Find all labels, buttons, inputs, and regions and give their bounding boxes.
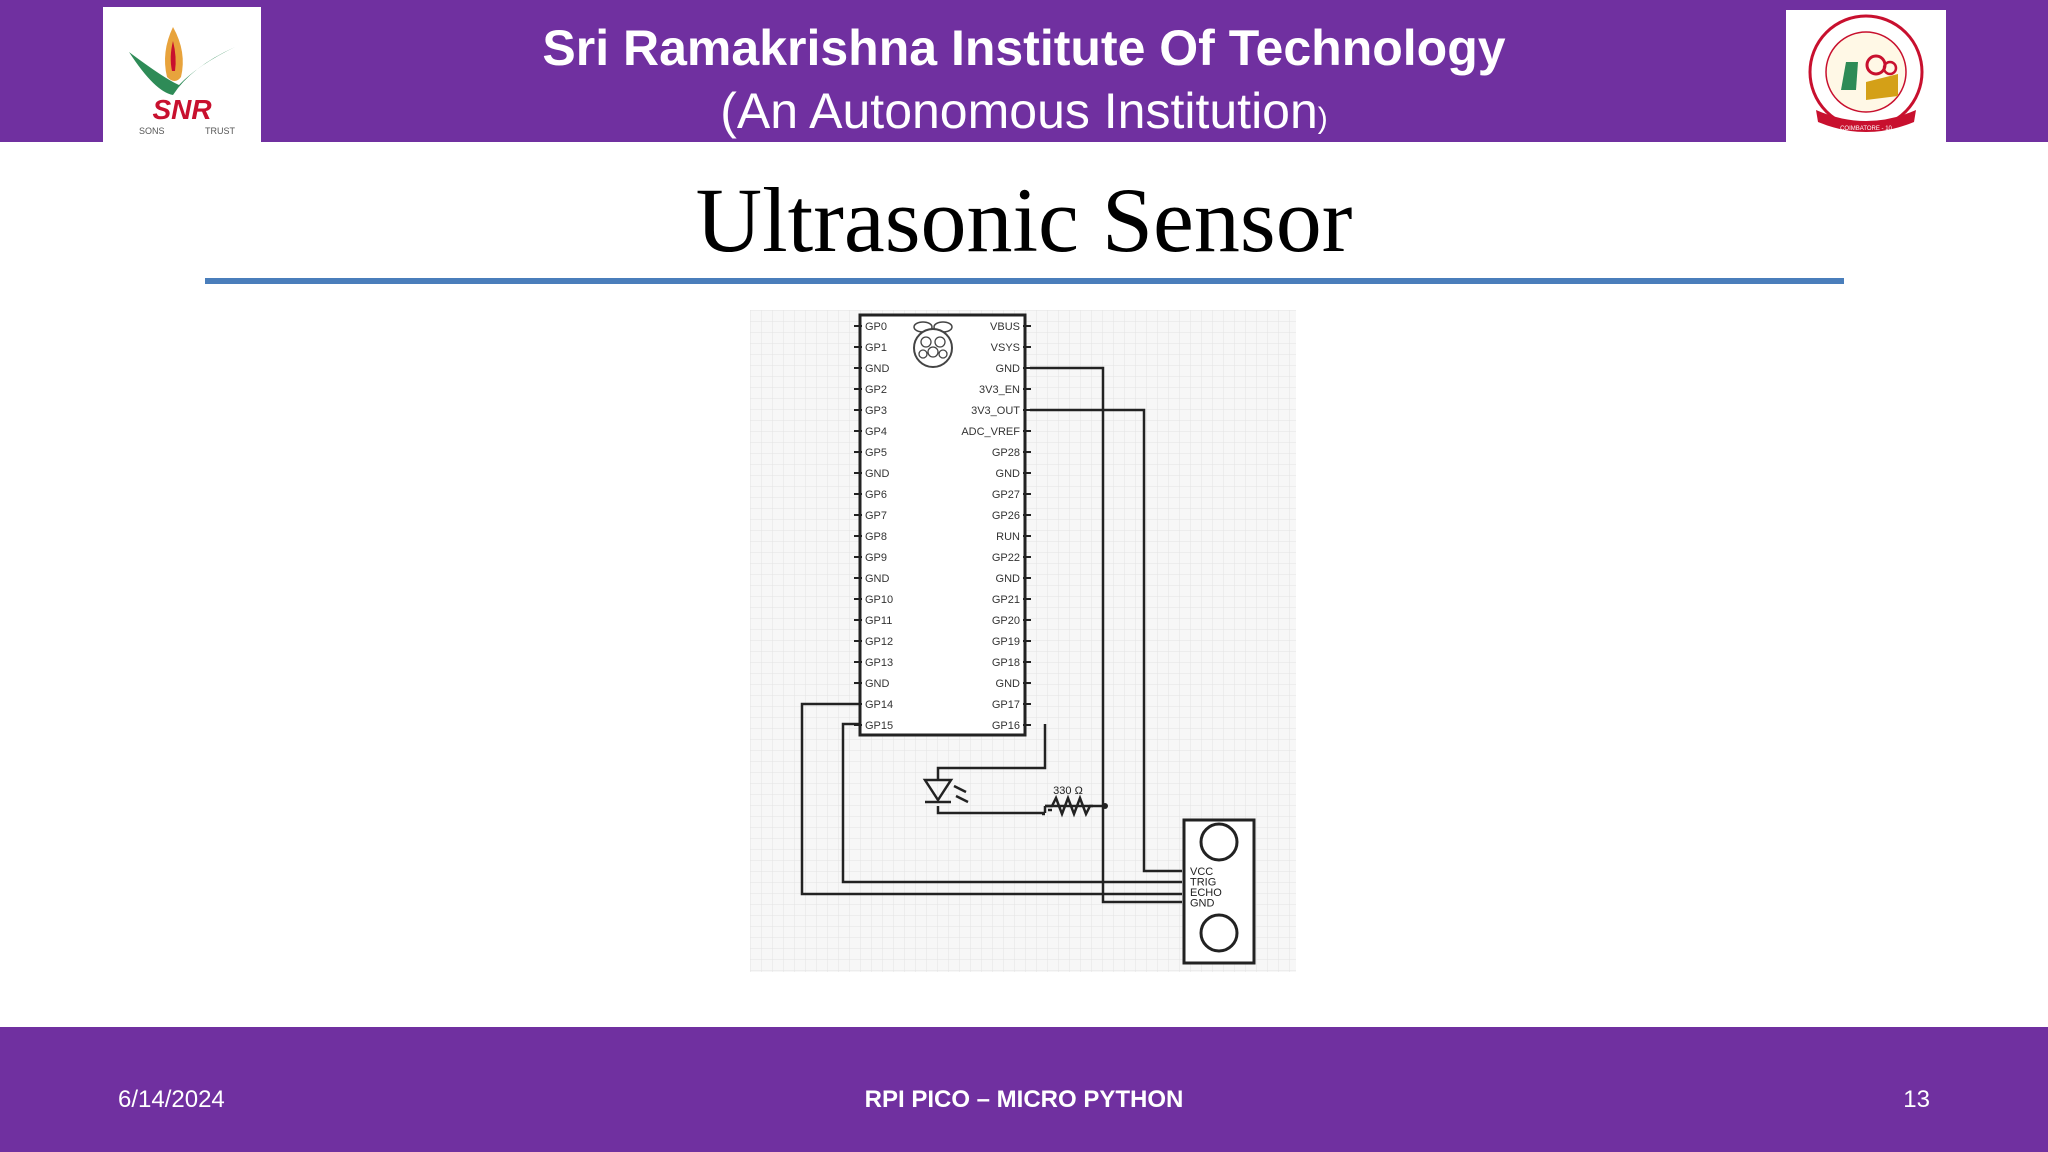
pico-left-pins: GP0GP1GNDGP2GP3GP4GP5GNDGP6GP7GP8GP9GNDG… xyxy=(854,321,893,732)
pico-left-pin-label: GP14 xyxy=(865,699,893,711)
pico-right-pin-label: GP18 xyxy=(992,657,1020,669)
institution-subtitle-text: (An Autonomous Institution xyxy=(720,83,1318,139)
pico-right-pin-label: GP22 xyxy=(992,552,1020,564)
header-bar xyxy=(0,0,2048,142)
pico-right-pin-label: VBUS xyxy=(990,321,1020,333)
resistor-symbol: 330 Ω xyxy=(1045,785,1108,818)
wire-led xyxy=(936,724,1047,780)
pico-left-pin-label: GP2 xyxy=(865,384,887,396)
pico-right-pin-label: 3V3_EN xyxy=(979,384,1020,396)
pico-left-pin-label: GP13 xyxy=(865,657,893,669)
slide-title: Ultrasonic Sensor xyxy=(695,169,1353,271)
pico-left-pin-label: GP11 xyxy=(865,615,892,627)
wiring xyxy=(800,366,1182,904)
pico-right-pin-label: GND xyxy=(996,468,1021,480)
sensor-receiver xyxy=(1199,913,1239,953)
svg-text:SONS: SONS xyxy=(139,126,165,136)
sensor-pin-label: GND xyxy=(1190,898,1215,910)
pico-right-pin-label: RUN xyxy=(996,531,1020,543)
institution-name: Sri Ramakrishna Institute Of Technology xyxy=(542,20,1506,76)
wire-gnd xyxy=(1030,366,1182,904)
pico-right-pin-label: GP27 xyxy=(992,489,1020,501)
pico-right-pin-label: GND xyxy=(996,573,1021,585)
footer-title: RPI PICO – MICRO PYTHON xyxy=(864,1086,1184,1113)
pico-right-pin-label: GP16 xyxy=(992,720,1020,732)
wire-vcc xyxy=(1030,408,1182,873)
pico-left-pin-label: GP6 xyxy=(865,489,887,501)
svg-text:COIMBATORE - 10: COIMBATORE - 10 xyxy=(1840,126,1892,132)
pico-right-pin-label: GP21 xyxy=(992,594,1020,606)
pico-right-pin-label: ADC_VREF xyxy=(961,426,1020,438)
pico-left-pin-label: GND xyxy=(865,573,890,585)
srit-seal-icon: COIMBATORE - 10 xyxy=(1808,14,1924,132)
wire-trig xyxy=(841,722,1182,884)
pico-left-pin-label: GP3 xyxy=(865,405,887,417)
snr-logo-icon: SNR SONS TRUST xyxy=(129,27,235,136)
pico-left-pin-label: GND xyxy=(865,363,890,375)
pico-left-pin-label: GND xyxy=(865,468,890,480)
pico-left-pin-label: GP8 xyxy=(865,531,887,543)
pico-right-pin-label: GP19 xyxy=(992,636,1020,648)
pico-left-pin-label: GP5 xyxy=(865,447,887,459)
pico-left-pin-label: GP12 xyxy=(865,636,893,648)
sensor-pin-label: ECHO xyxy=(1190,887,1222,899)
raspberry-pi-icon xyxy=(913,321,953,368)
pico-right-pins: VBUSVSYSGND3V3_EN3V3_OUTADC_VREFGP28GNDG… xyxy=(961,321,1031,732)
snr-logo-text: SNR xyxy=(152,94,212,125)
pico-right-pin-label: GP17 xyxy=(992,699,1020,711)
footer-date: 6/14/2024 xyxy=(118,1086,225,1113)
snr-logo: SNR SONS TRUST xyxy=(103,7,261,142)
title-divider xyxy=(205,278,1844,284)
wire-echo xyxy=(800,702,1182,896)
pico-right-pin-label: GND xyxy=(996,363,1021,375)
pico-left-pin-label: GP4 xyxy=(865,426,887,438)
led-symbol xyxy=(922,778,969,804)
svg-text:TRUST: TRUST xyxy=(205,126,235,136)
footer-bar xyxy=(0,1027,2048,1152)
pico-right-pin-label: 3V3_OUT xyxy=(971,405,1020,417)
institution-subtitle-close: ) xyxy=(1317,102,1328,135)
slide-number: 13 xyxy=(1903,1086,1930,1113)
pico-left-pin-label: GND xyxy=(865,678,890,690)
pico-left-pin-label: GP9 xyxy=(865,552,887,564)
pico-left-pin-label: GP0 xyxy=(865,321,887,333)
sensor-pin-label: VCC xyxy=(1190,866,1213,878)
pico-board xyxy=(858,313,1027,737)
pico-right-pin-label: GP20 xyxy=(992,615,1020,627)
pico-left-pin-label: GP15 xyxy=(865,720,893,732)
wire-led-return xyxy=(936,806,1045,815)
institution-subtitle: (An Autonomous Institution) xyxy=(380,81,1668,149)
pico-left-pin-label: GP10 xyxy=(865,594,893,606)
srit-seal: COIMBATORE - 10 xyxy=(1786,10,1946,142)
resistor-label: 330 Ω xyxy=(1053,785,1083,797)
pico-right-pin-label: GP28 xyxy=(992,447,1020,459)
pico-right-pin-label: GND xyxy=(996,678,1021,690)
sensor-transmitter xyxy=(1199,822,1239,862)
pico-right-pin-label: GP26 xyxy=(992,510,1020,522)
pico-right-pin-label: VSYS xyxy=(991,342,1020,354)
pico-left-pin-label: GP7 xyxy=(865,510,887,522)
sensor-pin-label: TRIG xyxy=(1190,877,1216,889)
pico-left-pin-label: GP1 xyxy=(865,342,887,354)
